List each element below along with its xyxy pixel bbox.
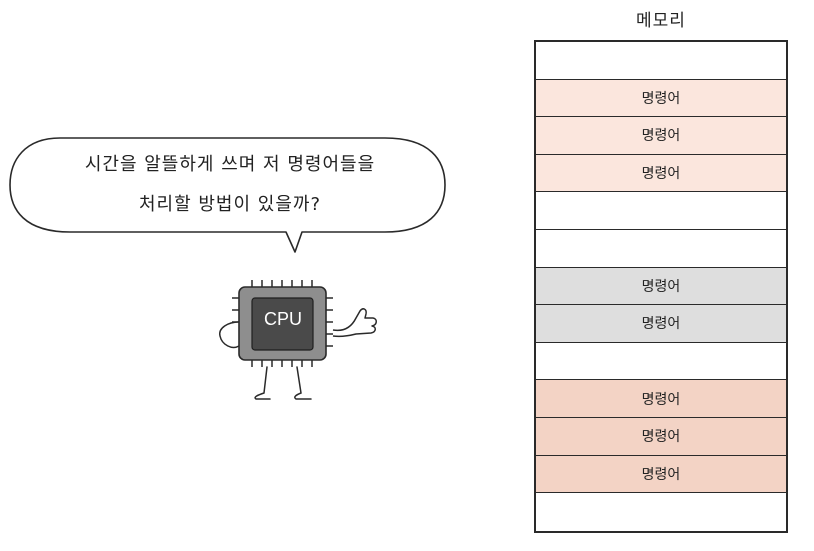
speech-bubble [9, 137, 446, 253]
speech-line-2: 처리할 방법이 있을까? [138, 194, 322, 215]
memory-cell: 명령어 [536, 154, 786, 193]
cpu-left-arm [219, 321, 240, 349]
memory-cell [536, 192, 786, 230]
speech-line-1: 시간을 알뜰하게 쓰며 저 명령어들을 [84, 154, 376, 175]
memory-title: 메모리 [636, 11, 686, 31]
memory-cell: 명령어 [536, 79, 786, 118]
cpu-chip-core [251, 297, 314, 351]
memory-cell: 명령어 [536, 117, 786, 155]
cpu-right-leg [294, 366, 312, 400]
cpu-right-arm [332, 308, 377, 338]
memory-cell: 명령어 [536, 417, 786, 456]
cpu-pins [232, 280, 333, 367]
memory-cell: 명령어 [536, 380, 786, 418]
memory-cell: 명령어 [536, 267, 786, 306]
memory-cell [536, 229, 786, 268]
memory-cell [536, 42, 786, 80]
cpu-label: CPU [263, 309, 302, 329]
memory-cell: 명령어 [536, 305, 786, 343]
memory-cell [536, 342, 786, 381]
memory-cell [536, 493, 786, 531]
cpu-left-leg [254, 366, 271, 400]
memory-cell: 명령어 [536, 455, 786, 494]
